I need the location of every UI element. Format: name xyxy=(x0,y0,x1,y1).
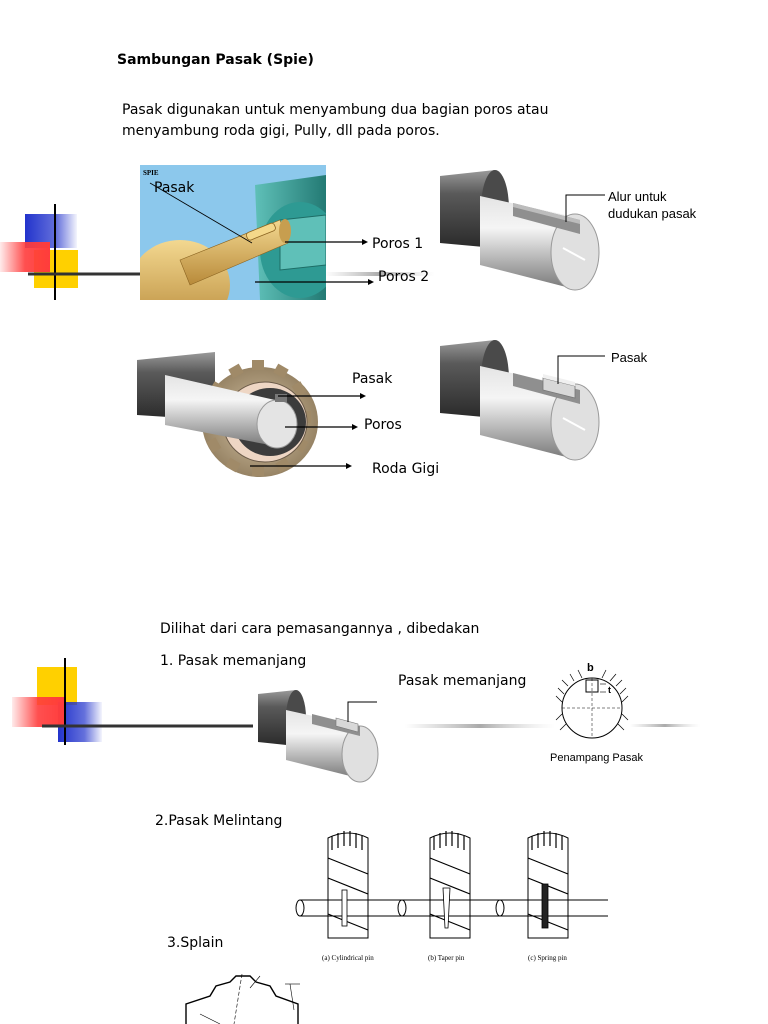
pin-caption-b: (b) Taper pin xyxy=(428,954,465,962)
key-label: Pasak xyxy=(611,350,648,365)
pin-caption-c: (c) Spring pin xyxy=(528,954,567,962)
gear-pasak-label: Pasak xyxy=(352,371,393,387)
shaft-with-keyway xyxy=(440,170,600,291)
item1-title: 1. Pasak memanjang xyxy=(160,653,307,669)
longitudinal-key-shaft xyxy=(258,690,379,783)
section-t-label: t xyxy=(608,685,611,695)
intro-line-2: menyambung roda gigi, Pully, dll pada po… xyxy=(122,123,440,139)
key-cross-section xyxy=(555,669,629,739)
pin-caption-a: (a) Cylindrical pin xyxy=(322,954,374,962)
poros1-label: Poros 1 xyxy=(372,236,424,252)
gear-on-shaft xyxy=(137,352,318,477)
roda-gigi-label: Roda Gigi xyxy=(372,461,440,477)
transverse-pin-figures xyxy=(295,831,608,939)
spie-tag: SPIE xyxy=(143,169,159,177)
page-title: Sambungan Pasak (Spie) xyxy=(117,52,314,68)
intro-line-1: Pasak digunakan untuk menyambung dua bag… xyxy=(122,102,549,118)
item1-caption: Pasak memanjang xyxy=(398,673,527,689)
section-caption: Penampang Pasak xyxy=(550,752,643,764)
shaft-with-key xyxy=(440,340,600,461)
figure-shaft-joint: SPIE Pasak xyxy=(140,165,326,300)
poros2-label: Poros 2 xyxy=(378,269,430,285)
gear-poros-label: Poros xyxy=(364,417,402,433)
spring-pin-drawing xyxy=(495,831,608,939)
item2-title: 2.Pasak Melintang xyxy=(155,813,283,829)
taper-pin-drawing xyxy=(397,831,510,939)
item3-title: 3.Splain xyxy=(167,935,224,951)
keyway-label-line2: dudukan pasak xyxy=(608,206,697,221)
pasak-label: Pasak xyxy=(154,180,195,196)
section2-heading: Dilihat dari cara pemasangannya , dibeda… xyxy=(160,621,480,637)
keyway-label-line1: Alur untuk xyxy=(608,189,667,204)
section-b-label: b xyxy=(587,662,594,674)
spline-drawing xyxy=(185,973,300,1024)
cylindrical-pin-drawing xyxy=(295,831,408,939)
